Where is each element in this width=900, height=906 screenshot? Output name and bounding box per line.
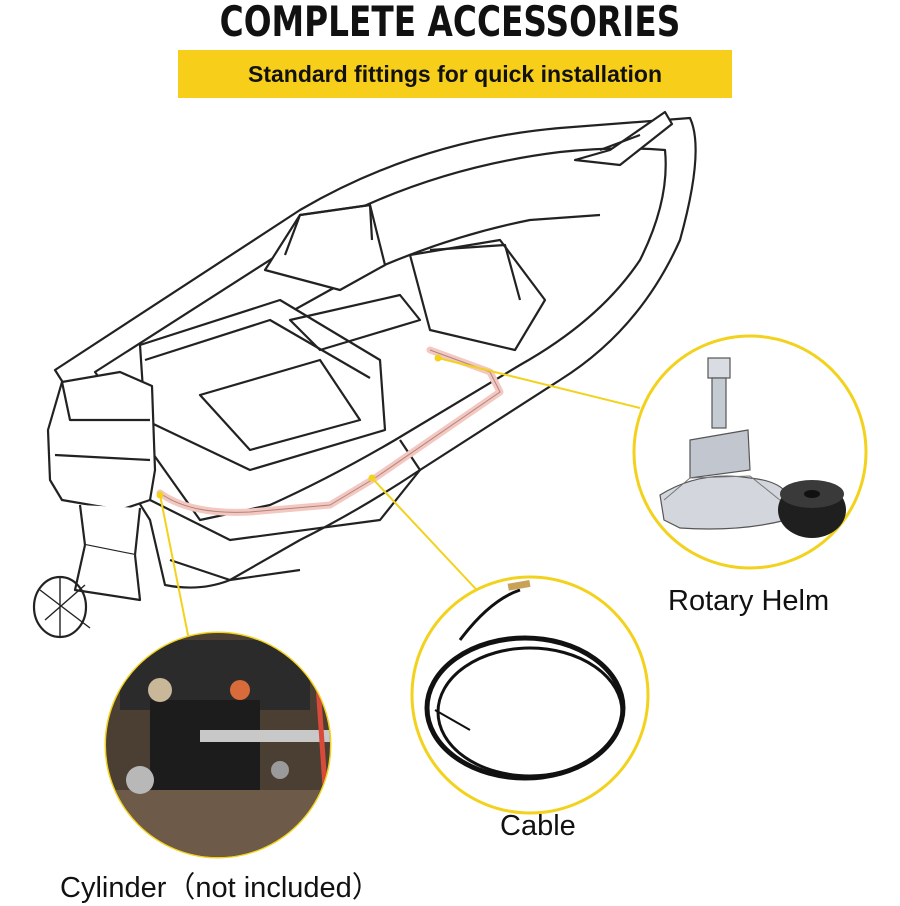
outboard-motor — [32, 370, 157, 639]
cable-label: Cable — [500, 810, 576, 842]
boat-line-drawing — [53, 110, 697, 589]
subtitle-text: Standard fittings for quick installation — [247, 60, 663, 87]
cylinder-callout — [104, 631, 332, 859]
subtitle-banner: Standard fittings for quick installation — [178, 50, 732, 98]
callout-leaders — [159, 357, 641, 646]
rotary-helm-icon — [659, 357, 846, 538]
cable-fitting-icon — [507, 579, 531, 591]
rotary-helm-label: Rotary Helm — [668, 585, 830, 617]
cable-coil-icon — [424, 588, 626, 781]
rotary-helm-callout — [632, 334, 868, 570]
page-title: COMPLETE ACCESSORIES — [219, 0, 681, 46]
cylinder-photo-icon — [106, 633, 330, 857]
cylinder-label: Cylinder（not included） — [60, 872, 381, 904]
cable-callout — [410, 575, 650, 815]
leader-dots — [156, 354, 442, 499]
